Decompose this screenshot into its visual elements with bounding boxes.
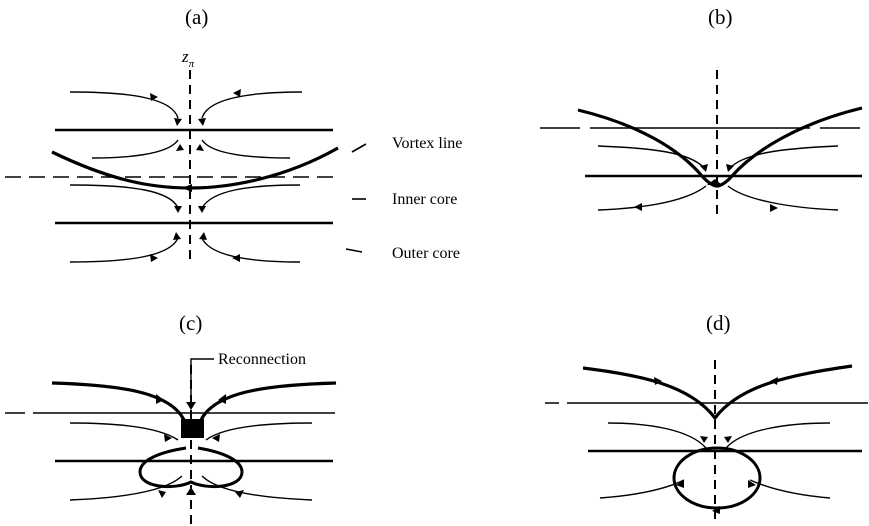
- vortex-loop-c: [138, 446, 244, 489]
- vortex-arrowhead-b: [707, 179, 722, 185]
- panel-label-b: (b): [708, 5, 733, 29]
- label-outer-core: Outer core: [392, 245, 460, 262]
- vortex-line-right-c: [199, 381, 337, 421]
- streamlines-c: [69, 422, 313, 501]
- label-inner-core: Inner core: [392, 191, 457, 208]
- label-reconnection: Reconnection: [218, 351, 306, 368]
- vortex-line-curve-b: [577, 106, 863, 188]
- panel-b: (b): [540, 5, 868, 215]
- streamlines-b: [597, 145, 839, 211]
- streamlines-a: [69, 91, 303, 263]
- panel-c: (c) Reconnection: [5, 311, 337, 524]
- stream-arrowheads-d: [654, 377, 778, 514]
- panel-label-c: (c): [179, 311, 202, 335]
- vortex-line-left-c: [51, 381, 186, 421]
- stream-arrowheads-c: [156, 394, 244, 498]
- leader-reconnection: [190, 358, 214, 408]
- vortex-arrowhead-a: [182, 184, 192, 192]
- reconnection-arrowhead: [186, 402, 196, 410]
- z-pi-symbol: zπ: [181, 47, 195, 70]
- streamlines-d: [599, 422, 831, 499]
- stream-arrowheads-a: [150, 89, 241, 262]
- panel-a: (a) zπ: [5, 5, 462, 263]
- reconnection-region: [181, 419, 204, 438]
- panel-d: (d): [545, 311, 868, 524]
- vortex-ring-d: [672, 446, 762, 510]
- vortex-line-curve-a: [51, 146, 339, 190]
- stream-arrowheads-b: [634, 164, 778, 212]
- leader-vortex-line: [351, 143, 367, 153]
- leader-outer-core: [345, 248, 363, 253]
- panel-label-a: (a): [185, 5, 208, 29]
- label-vortex-line: Vortex line: [392, 135, 462, 152]
- panel-label-d: (d): [706, 311, 731, 335]
- vortex-line-curve-d: [582, 364, 853, 421]
